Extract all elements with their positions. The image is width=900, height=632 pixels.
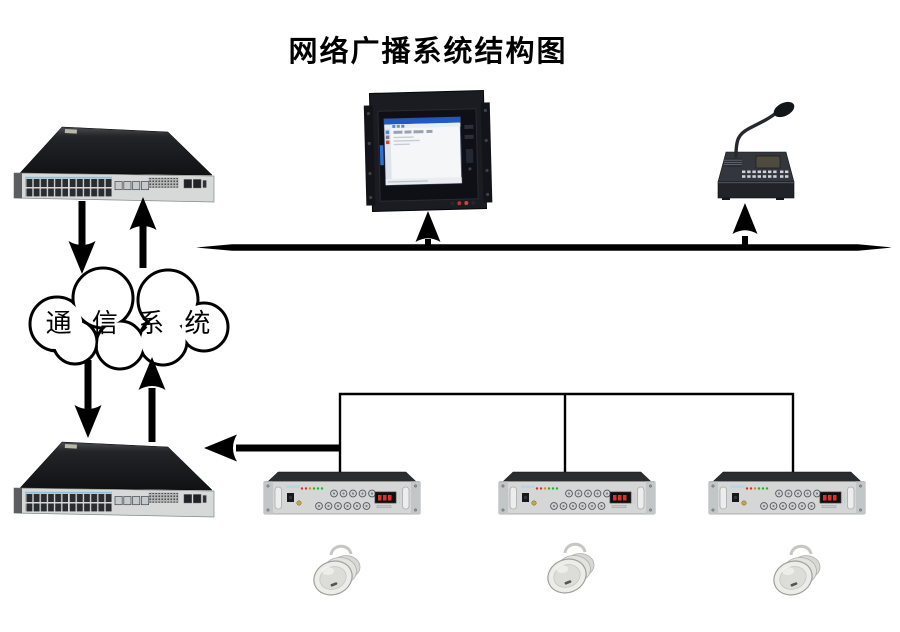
diagram-title: 网络广播系统结构图: [288, 34, 568, 68]
arrow-switch-top-to-cloud: [68, 201, 96, 274]
amplifier-2: [498, 471, 656, 515]
paging-microphone: [716, 97, 799, 202]
speaker-2: [541, 542, 596, 601]
amplifier-rail: [338, 392, 795, 472]
arrow-bus-to-microphone: [732, 203, 758, 247]
cloud-communication-system: 通 信 系 统: [28, 266, 230, 371]
arrow-cloud-to-switch-bottom: [74, 360, 102, 438]
arrow-switch-bottom-to-cloud: [138, 357, 166, 442]
amplifier-3: [708, 471, 866, 515]
network-switch-bottom: [13, 441, 215, 518]
cloud-label: 通 信 系 统: [46, 309, 217, 339]
arrow-rail-to-switch-bottom: [204, 434, 340, 462]
cloud-fill: [31, 269, 227, 368]
network-switch-top: [13, 126, 215, 203]
arrow-cloud-to-switch-top: [129, 197, 157, 268]
speaker-3: [767, 544, 822, 603]
arrow-bus-to-server: [415, 211, 441, 247]
broadcast-server: [362, 89, 493, 213]
network-bus-line: [196, 244, 892, 251]
speaker-1: [307, 544, 362, 603]
amplifier-1: [263, 471, 421, 515]
